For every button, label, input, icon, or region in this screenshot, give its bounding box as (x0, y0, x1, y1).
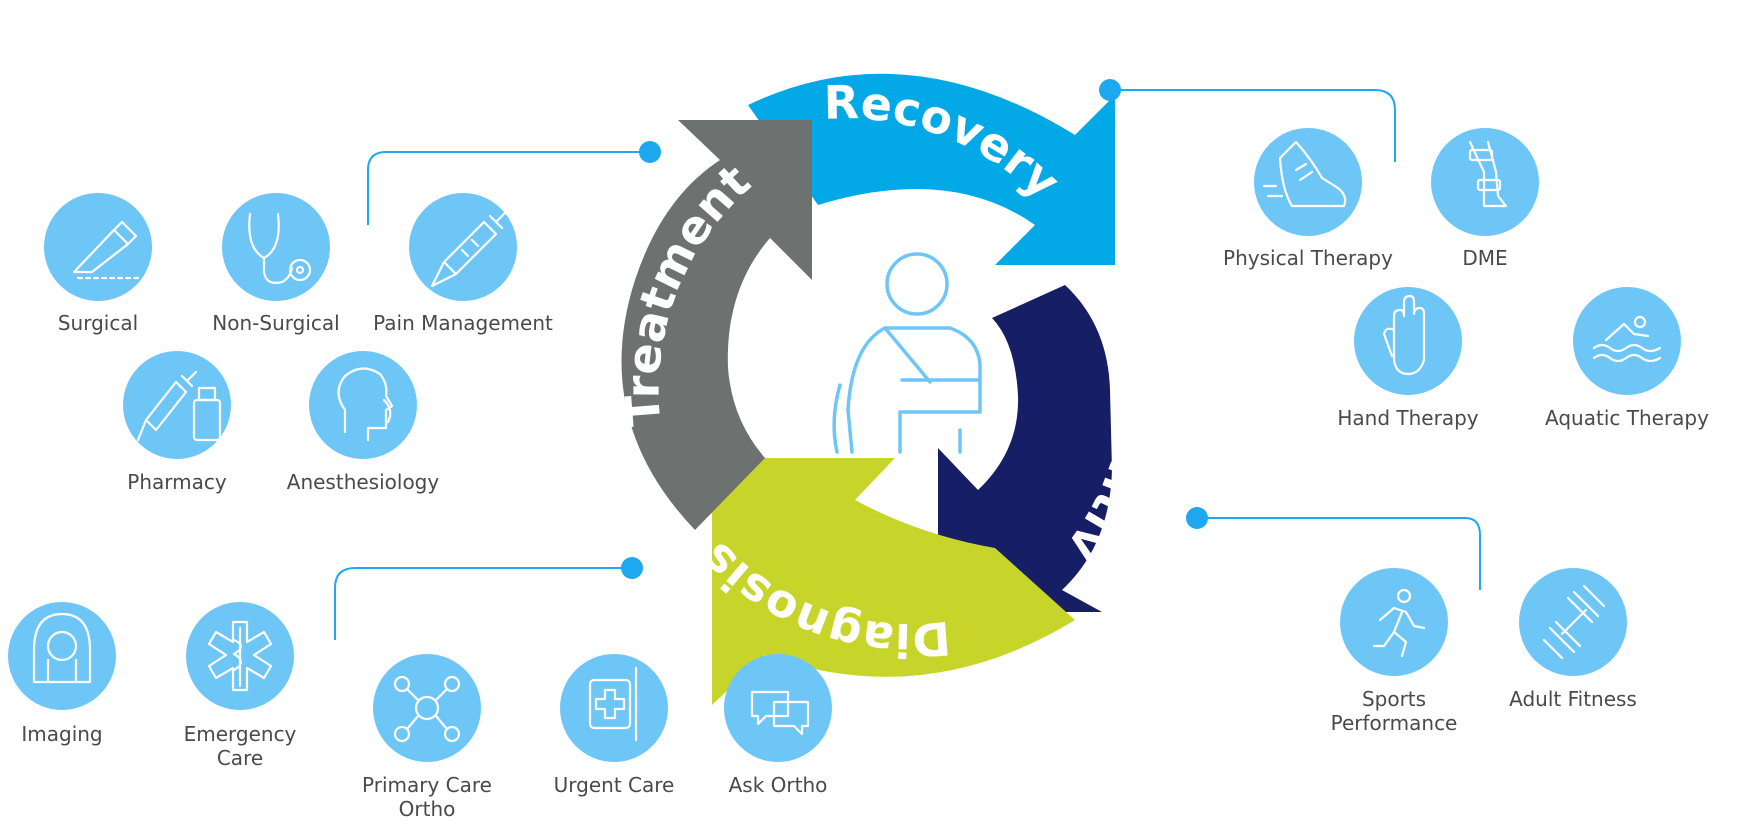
service-label: Physical Therapy (1223, 246, 1393, 270)
runner-icon (1372, 588, 1426, 658)
head-mask-icon (337, 367, 394, 442)
service-label: Pharmacy (127, 470, 227, 494)
service-pain-management[interactable]: Pain Management (373, 193, 553, 335)
service-label: Ask Ortho (729, 773, 828, 797)
recovery-arrow (748, 73, 1115, 265)
service-emergency-care[interactable]: Emergency Care (184, 602, 297, 770)
service-label: Urgent Care (554, 773, 675, 797)
service-aquatic-therapy[interactable]: Aquatic Therapy (1545, 287, 1709, 430)
connector-preventive (1186, 507, 1481, 590)
service-surgical[interactable]: Surgical (44, 193, 152, 335)
service-label: Sports (1362, 687, 1426, 711)
service-label-line2: Care (217, 746, 263, 770)
service-label: DME (1462, 246, 1507, 270)
service-sports-performance[interactable]: Sports Performance (1331, 568, 1458, 735)
service-urgent-care[interactable]: Urgent Care (554, 654, 675, 797)
service-label: Emergency (184, 722, 297, 746)
sneaker-icon (1262, 140, 1347, 208)
preventive-segment: Preventive (0, 0, 1167, 612)
stethoscope-icon (248, 212, 312, 284)
service-physical-therapy[interactable]: Physical Therapy (1223, 128, 1393, 270)
service-primary-care-ortho[interactable]: Primary Care Ortho (362, 654, 492, 821)
diagnosis-segment: Diagnosis (690, 458, 1075, 705)
service-label: Adult Fitness (1509, 687, 1637, 711)
medical-cross-sign-icon (588, 666, 638, 742)
medicine-vial-icon (136, 370, 222, 442)
person-arm-sling-icon (832, 252, 982, 454)
hand-icon (1382, 294, 1426, 376)
service-non-surgical[interactable]: Non-Surgical (212, 193, 340, 335)
chat-bubbles-icon (750, 690, 810, 736)
connector-recovery (1099, 79, 1396, 162)
service-anesthesiology[interactable]: Anesthesiology (287, 351, 440, 494)
scalpel-icon (72, 220, 140, 280)
dumbbell-icon (1542, 584, 1606, 660)
star-of-life-icon (207, 620, 273, 692)
preventive-arrow (938, 285, 1112, 612)
connector-treatment (367, 141, 661, 225)
treatment-arrow (621, 120, 812, 530)
service-ask-ortho[interactable]: Ask Ortho (724, 654, 832, 797)
mri-scanner-icon (32, 612, 92, 684)
service-label: Non-Surgical (212, 311, 339, 335)
connector-diagnosis (334, 557, 643, 640)
care-network-icon (393, 675, 461, 743)
recovery-segment: Recovery (748, 73, 1115, 265)
service-imaging[interactable]: Imaging (8, 602, 116, 746)
service-label: Aquatic Therapy (1545, 406, 1709, 430)
service-label-line2: Performance (1331, 711, 1458, 735)
leg-brace-icon (1468, 140, 1508, 208)
service-adult-fitness[interactable]: Adult Fitness (1509, 568, 1637, 711)
service-label: Primary Care (362, 773, 492, 797)
service-pharmacy[interactable]: Pharmacy (123, 351, 231, 494)
service-dme[interactable]: DME (1431, 128, 1539, 270)
swimmer-icon (1592, 315, 1662, 363)
service-label: Imaging (21, 722, 102, 746)
service-label: Pain Management (373, 311, 553, 335)
diagnosis-arrow (712, 458, 1075, 705)
service-label: Hand Therapy (1337, 406, 1478, 430)
service-label: Surgical (58, 311, 138, 335)
service-label-line2: Ortho (399, 797, 456, 821)
syringe-icon (430, 208, 510, 288)
service-hand-therapy[interactable]: Hand Therapy (1337, 287, 1479, 430)
service-label: Anesthesiology (287, 470, 440, 494)
